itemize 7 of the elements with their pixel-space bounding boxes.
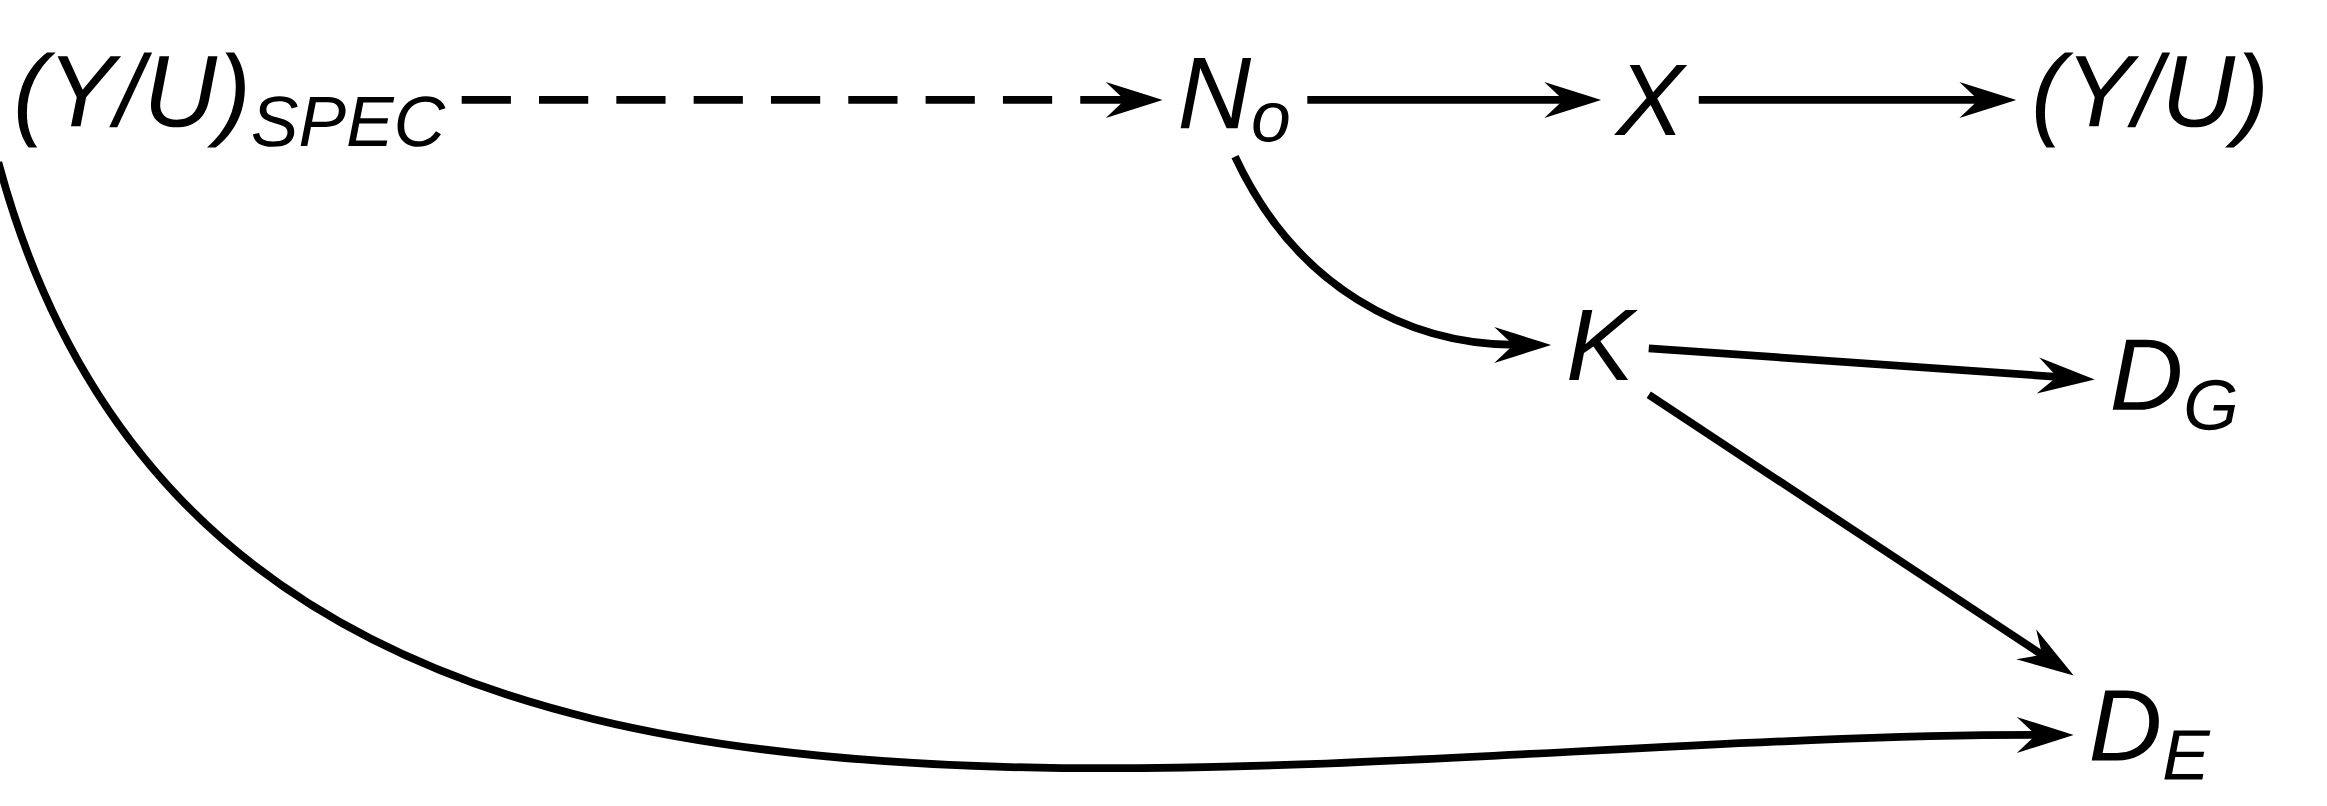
variable-label: (Y/U)	[2035, 52, 2263, 148]
variable-label: (Y/U)$_{SPEC}$	[17, 52, 446, 148]
variable-label: D$_{E}$	[2091, 690, 2211, 780]
variable-label: X	[1614, 64, 1688, 136]
variable-label: K	[1569, 309, 1638, 381]
variable-label: D$_{G}$	[2112, 339, 2236, 431]
variable-label: N$_{o}$	[1180, 58, 1289, 142]
